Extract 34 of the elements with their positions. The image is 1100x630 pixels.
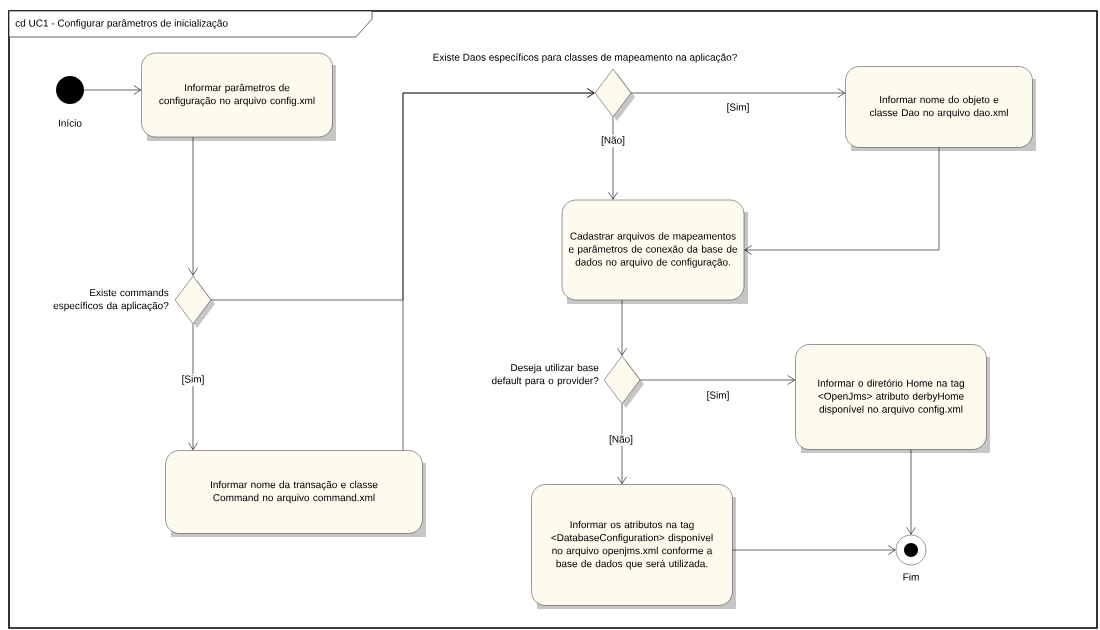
action-box: Informar nome da transação e classe Command no arquivo command.xml <box>165 450 426 537</box>
arrow <box>732 545 896 555</box>
edge-label: [Sim] <box>180 373 206 387</box>
arrow <box>188 136 198 276</box>
node-caption: Fim <box>903 573 919 581</box>
edge-label: [Não] <box>607 433 635 447</box>
arrow <box>402 88 595 451</box>
arrow <box>608 116 618 200</box>
arrow <box>188 323 198 451</box>
decision-diamond <box>174 275 215 328</box>
action-box: Informar nome do objeto e classe Dao no arquivo dao.xml <box>845 66 1036 151</box>
start-dot <box>56 76 84 104</box>
node-caption: Deseja utilizar base default para o provider? <box>491 363 599 387</box>
edge-label: [Sim] <box>725 101 751 115</box>
node-caption: Existe commands específicos da aplicação? <box>53 288 169 312</box>
arrow <box>630 88 846 98</box>
node-caption: Início <box>59 119 82 127</box>
node-caption: Existe Daos específicos para classes de mapeamento na aplicação? <box>433 53 737 63</box>
decision-diamond <box>603 355 644 408</box>
arrow <box>639 375 796 385</box>
arrow <box>617 299 627 356</box>
end-bullseye <box>895 534 927 566</box>
action-box: Informar o diretório Home na tag <OpenJms> atributo derbyHome disponível no arquivo config.xml <box>795 344 990 453</box>
edge-label: [Não] <box>599 134 627 148</box>
action-box: Informar os atributos na tag <DatabaseConfiguration> disponível no arquivo openjms.xml conforme a base de dados que será utilizada. <box>531 484 736 609</box>
action-box: Cadastrar arquivos de mapeamentos e parâmetros de conexão da base de dados no arquivo de configuração. <box>561 199 748 304</box>
arrow <box>83 85 142 95</box>
arrow <box>744 147 940 255</box>
arrow <box>617 403 627 485</box>
action-box: Informar parâmetros de configuração no arquivo config.xml <box>141 52 336 141</box>
arrow <box>906 449 916 535</box>
frame-title: cd UC1 - Configurar parâmetros de inicialização <box>8 10 373 38</box>
edge-label: [Sim] <box>705 389 731 403</box>
decision-diamond <box>594 68 635 121</box>
